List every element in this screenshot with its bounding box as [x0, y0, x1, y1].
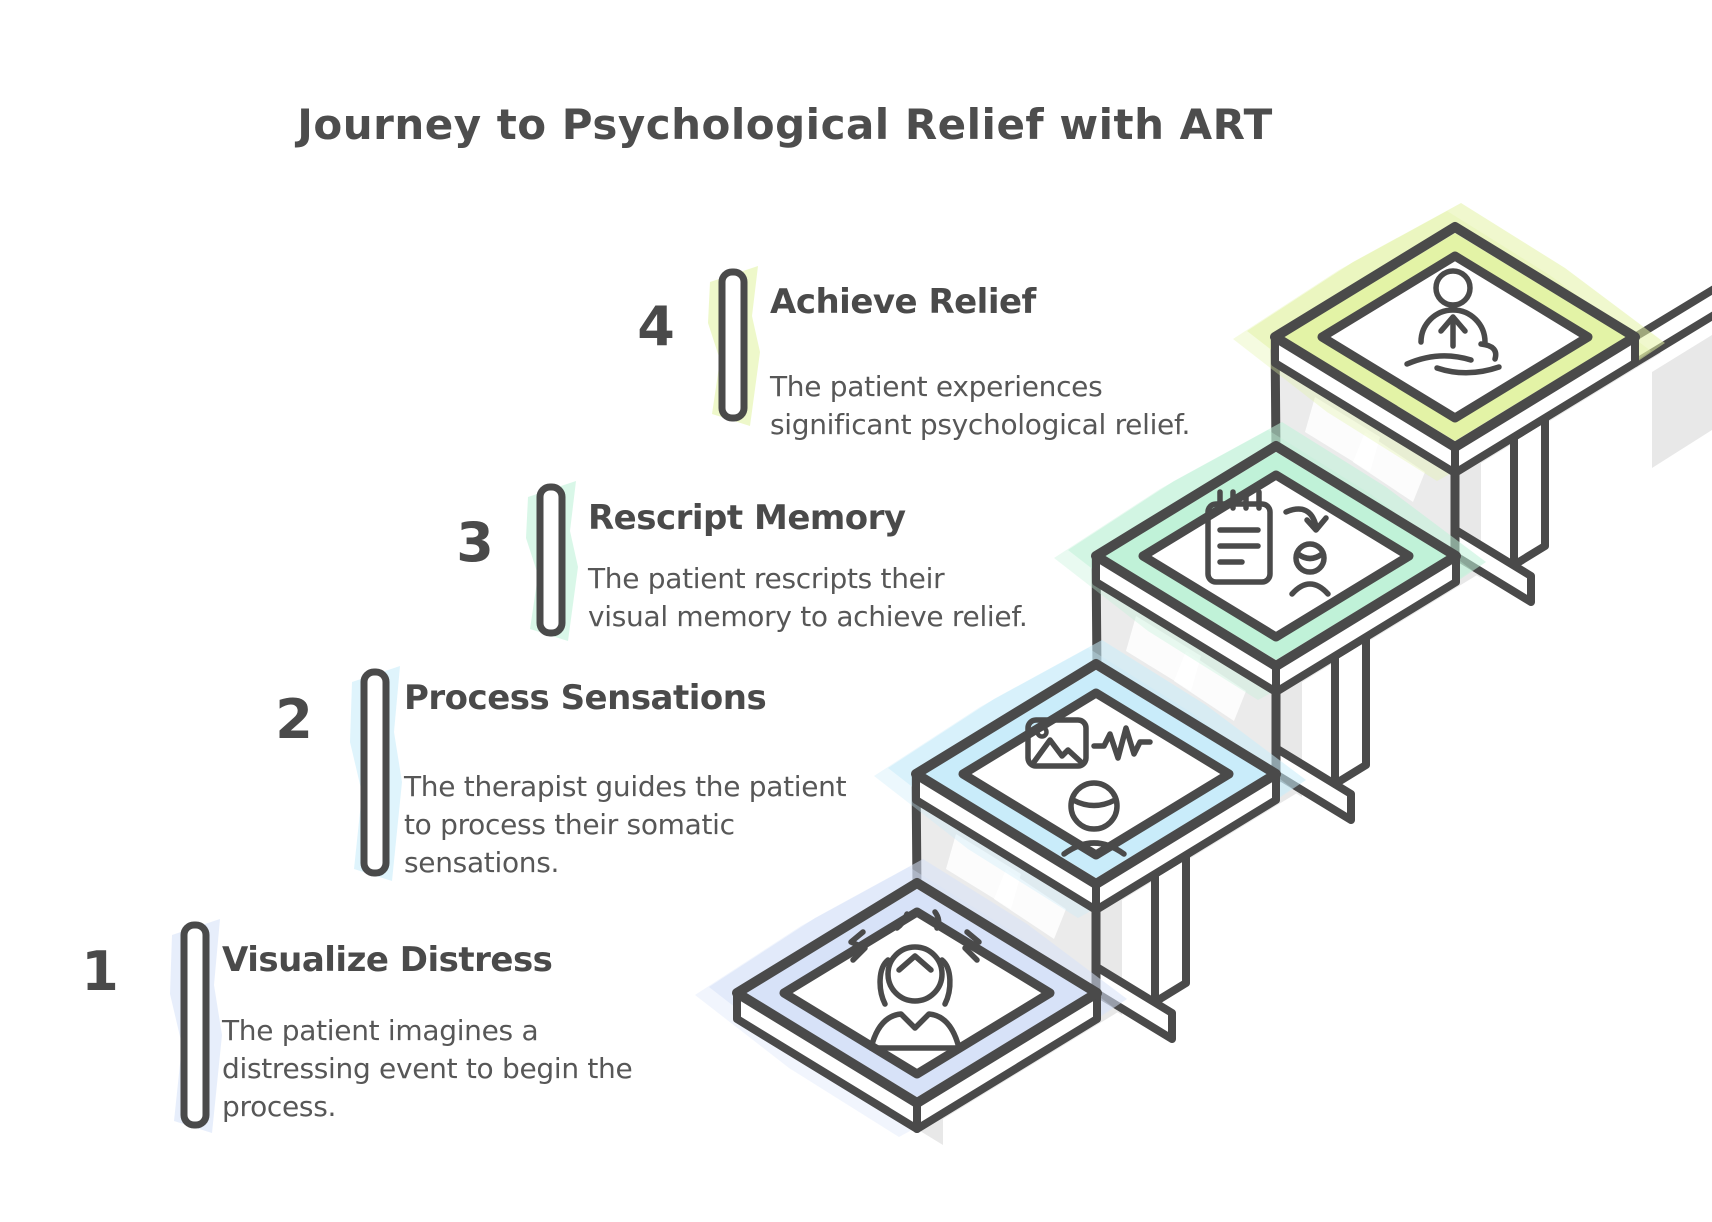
step2-number: 2	[275, 688, 313, 751]
stair-step-4	[1233, 203, 1712, 606]
step4-description: The patient experiences significant psyc…	[770, 370, 1191, 441]
step1-number: 1	[81, 940, 119, 1003]
page-title: Journey to Psychological Relief with ART	[297, 100, 1273, 149]
step4-marker-bar	[718, 268, 748, 422]
step3-heading: Rescript Memory	[588, 498, 906, 538]
distressed-person-icon	[848, 909, 982, 1051]
step-marker-bars	[170, 266, 760, 1133]
step1-marker-bar	[180, 921, 210, 1129]
stair-step-1	[695, 859, 1127, 1137]
step4-number: 4	[637, 295, 675, 358]
step3-description: The patient rescripts their visual memor…	[588, 562, 1028, 633]
step3-marker-bar	[536, 483, 566, 637]
meditating-person-icon	[1404, 268, 1502, 376]
step2-description: The therapist guides the patient to proc…	[404, 770, 847, 879]
stair-step-2	[874, 640, 1306, 1043]
notepad-arrow-person-icon	[1205, 489, 1331, 597]
step2-heading: Process Sensations	[404, 678, 767, 718]
step3-corner-post	[1331, 633, 1370, 788]
step3-number: 3	[456, 511, 494, 574]
step1-description: The patient imagines a distressing event…	[222, 1014, 633, 1123]
step1-heading: Visualize Distress	[222, 940, 553, 980]
step2-corner-post	[1151, 851, 1190, 1006]
step2-marker-bar	[360, 668, 390, 877]
step4-heading: Achieve Relief	[770, 282, 1036, 322]
image-pulse-person-icon	[1025, 717, 1153, 857]
step4-corner-post	[1510, 414, 1549, 569]
